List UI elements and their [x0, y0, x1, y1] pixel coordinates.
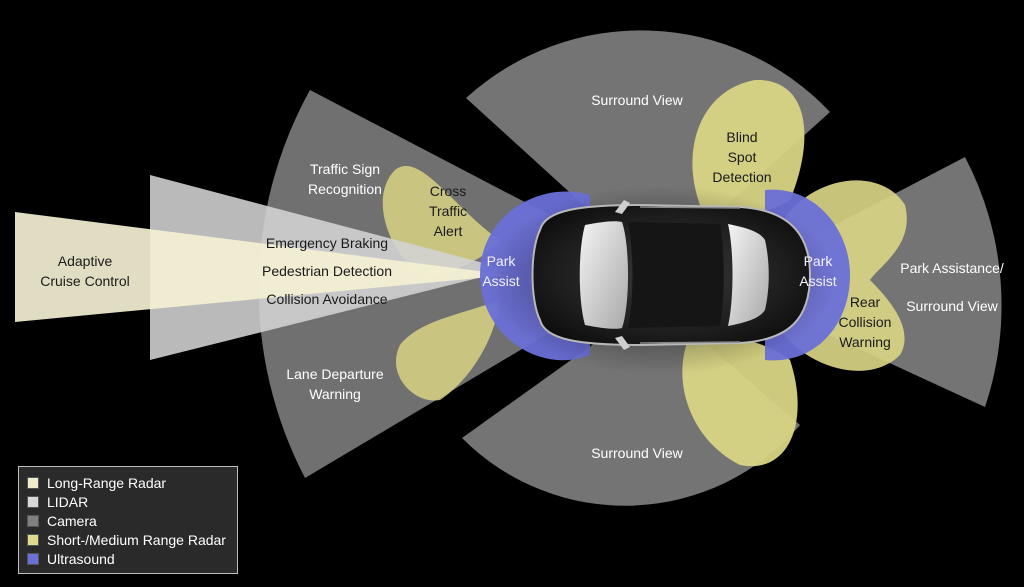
cross-traffic-label-line1: Cross: [430, 183, 467, 199]
legend-item-ultrasound: Ultrasound: [27, 549, 229, 568]
legend-item-camera: Camera: [27, 511, 229, 530]
rear-collision-label-line3: Warning: [839, 334, 891, 350]
surround-view-bottom-label: Surround View: [591, 445, 683, 461]
blind-spot-label-line1: Blind: [726, 129, 757, 145]
car-top-view: [531, 200, 812, 350]
front-radar-lobe-lower: [395, 300, 500, 401]
park-assistance-surround-label-line1: Park Assistance/: [900, 260, 1004, 276]
park-assist-front-label-line1: Park: [487, 253, 517, 269]
surround-view-bottom-sector: [462, 300, 800, 506]
cross-traffic-label-line2: Traffic: [429, 203, 467, 219]
legend-item-long-range-radar: Long-Range Radar: [27, 473, 229, 492]
legend-label: LIDAR: [47, 493, 89, 510]
park-assist-rear-label-line1: Park: [804, 253, 834, 269]
blind-spot-radar-lobe: [692, 79, 805, 215]
surround-view-top-label: Surround View: [591, 92, 683, 108]
legend-swatch-camera: [27, 514, 39, 527]
rear-collision-label-line1: Rear: [850, 294, 881, 310]
legend: Long-Range Radar LIDAR Camera Short-/Med…: [18, 466, 238, 574]
adaptive-cruise-label-line2: Cruise Control: [40, 273, 129, 289]
front-camera-sector: [258, 90, 655, 478]
park-assistance-surround-label-line2: Surround View: [906, 298, 998, 314]
cross-traffic-label-line3: Alert: [434, 223, 463, 239]
legend-label: Short-/Medium Range Radar: [47, 531, 226, 548]
legend-item-lidar: LIDAR: [27, 492, 229, 511]
legend-swatch-lidar: [27, 495, 39, 508]
park-assist-rear-label-line2: Assist: [799, 273, 836, 289]
legend-label: Long-Range Radar: [47, 474, 167, 491]
traffic-sign-label-line1: Traffic Sign: [310, 161, 380, 177]
traffic-sign-label-line2: Recognition: [308, 181, 382, 197]
legend-label: Ultrasound: [47, 550, 115, 567]
long-range-radar-beam: [15, 212, 510, 322]
lane-departure-label-line2: Warning: [309, 386, 361, 402]
legend-swatch-long-range-radar: [27, 476, 39, 489]
legend-swatch-ultrasound: [27, 552, 39, 565]
blind-spot-label-line2: Spot: [728, 149, 757, 165]
blind-spot-label-line3: Detection: [712, 169, 771, 185]
adaptive-cruise-label-line1: Adaptive: [58, 253, 113, 269]
park-assist-front-label-line2: Assist: [482, 273, 519, 289]
legend-item-short-medium-radar: Short-/Medium Range Radar: [27, 530, 229, 549]
emergency-braking-label: Emergency Braking: [266, 235, 388, 251]
legend-label: Camera: [47, 512, 97, 529]
pedestrian-detection-label: Pedestrian Detection: [262, 263, 392, 279]
collision-avoidance-label: Collision Avoidance: [266, 291, 387, 307]
legend-swatch-short-medium-radar: [27, 533, 39, 546]
rear-collision-label-line2: Collision: [839, 314, 892, 330]
lane-departure-label-line1: Lane Departure: [286, 366, 384, 382]
